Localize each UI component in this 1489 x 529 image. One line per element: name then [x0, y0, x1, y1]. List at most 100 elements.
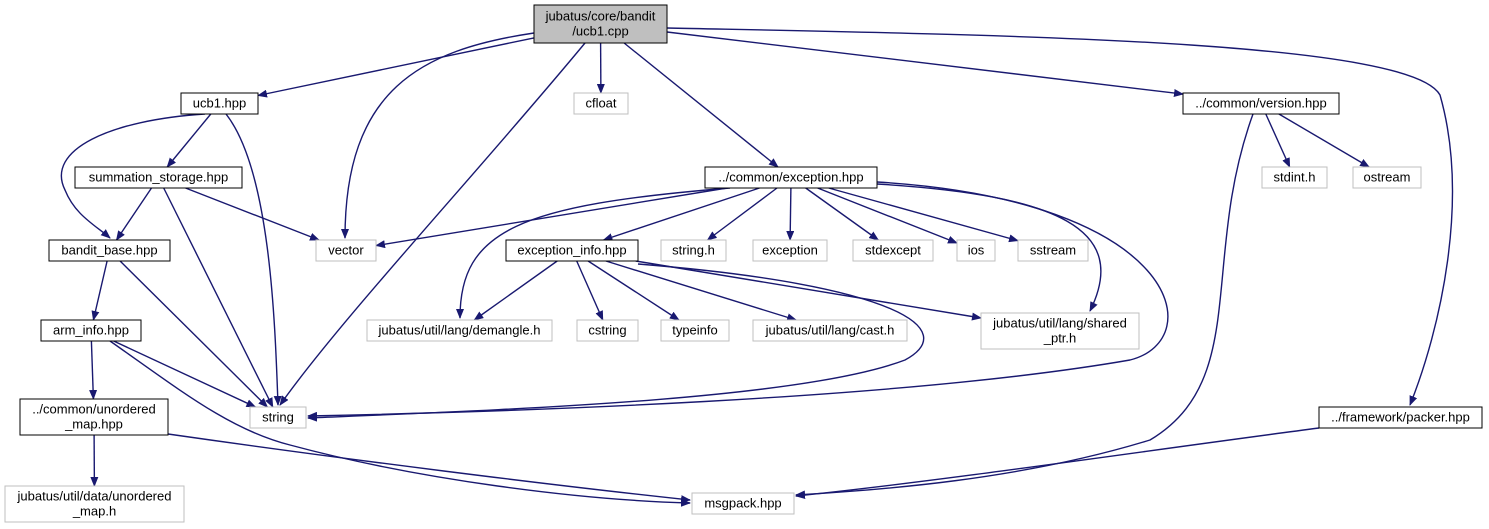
node-string_h: string.h [660, 239, 727, 262]
node-packer_hpp[interactable]: ../framework/packer.hpp [1318, 406, 1483, 429]
node-string: string [249, 406, 307, 429]
node-arm_info[interactable]: arm_info.hpp [40, 319, 142, 342]
node-shared_ptr: jubatus/util/lang/shared_ptr.h [980, 312, 1140, 350]
node-label: ucb1.hpp [193, 96, 247, 111]
node-vector: vector [315, 239, 377, 262]
node-cast_h: jubatus/util/lang/cast.h [752, 319, 908, 342]
node-box [1261, 166, 1328, 189]
node-box [752, 319, 908, 342]
edge-exception_info-to-string [307, 263, 925, 422]
node-label: summation_storage.hpp [89, 170, 228, 185]
node-box [1352, 166, 1422, 189]
edge-arm_info-to-string [113, 340, 257, 408]
node-box [576, 319, 639, 342]
node-label: string [262, 410, 294, 425]
edge-bandit_base-to-string [119, 260, 269, 408]
node-label: stdint.h [1274, 170, 1316, 185]
edge-summation_storage-to-string [163, 187, 274, 408]
edge-bandit_base-to-arm_info [91, 260, 108, 321]
node-box [315, 239, 377, 262]
node-exception_hpp[interactable]: ../common/exception.hpp [704, 166, 878, 189]
edge-exception_info-to-shared_ptr [635, 260, 982, 321]
edge-exception_info-to-cast_h [605, 260, 798, 322]
node-label: _map.h [72, 504, 116, 519]
node-ostream: ostream [1352, 166, 1422, 189]
node-label: ../common/version.hpp [1195, 96, 1327, 111]
node-label: arm_info.hpp [53, 323, 129, 338]
node-label: ../framework/packer.hpp [1331, 410, 1470, 425]
node-box [19, 398, 169, 436]
node-box [660, 319, 730, 342]
edge-exception_hpp-to-vector [375, 187, 728, 249]
edge-ucb1_hpp-to-bandit_base [60, 113, 206, 239]
node-stdexcept: stdexcept [852, 239, 934, 262]
edges-layer [60, 27, 1454, 507]
edge-packer_hpp-to-msgpack [795, 427, 1320, 500]
edge-exception_info-to-cstring [576, 260, 604, 321]
node-cstring: cstring [576, 319, 639, 342]
node-label: msgpack.hpp [704, 496, 781, 511]
node-version_hpp[interactable]: ../common/version.hpp [1182, 92, 1340, 115]
node-summation_storage[interactable]: summation_storage.hpp [74, 166, 243, 189]
node-demangle: jubatus/util/lang/demangle.h [366, 319, 553, 342]
edge-exception_hpp-to-exception_info [602, 187, 760, 241]
node-util_unordered_map: jubatus/util/data/unordered_map.h [4, 485, 185, 523]
node-label: ../common/exception.hpp [718, 170, 863, 185]
node-box [366, 319, 553, 342]
node-box [980, 312, 1140, 350]
edge-summation_storage-to-vector [185, 187, 320, 241]
edge-arm_info-to-unordered_map_hpp [89, 340, 98, 400]
edge-ucb1_hpp-to-summation_storage [166, 113, 212, 168]
edge-exception_hpp-to-string [307, 181, 1169, 420]
node-label: jubatus/util/lang/shared [992, 316, 1127, 331]
node-label: stdexcept [865, 243, 921, 258]
edge-root-to-ucb1_hpp [257, 37, 535, 98]
edge-root-to-vector [341, 32, 535, 239]
node-label: string.h [672, 243, 715, 258]
edge-root-to-exception_hpp [623, 42, 779, 168]
node-box [752, 239, 828, 262]
node-exception_info[interactable]: exception_info.hpp [505, 239, 639, 262]
edge-exception_hpp-to-sstream [828, 187, 1019, 243]
node-box [4, 485, 185, 523]
node-box [249, 406, 307, 429]
node-box [505, 239, 639, 262]
node-label: ../common/unordered [32, 402, 156, 417]
node-label: /ucb1.cpp [572, 24, 628, 39]
edge-ucb1_hpp-to-string [225, 113, 282, 406]
edge-exception_info-to-typeinfo [587, 260, 680, 321]
edge-root-to-version_hpp [666, 31, 1184, 97]
edge-summation_storage-to-bandit_base [115, 187, 153, 241]
node-box [1318, 406, 1483, 429]
node-msgpack: msgpack.hpp [691, 492, 795, 515]
node-label: vector [328, 243, 364, 258]
node-label: cstring [588, 323, 626, 338]
node-label: ostream [1364, 170, 1411, 185]
node-box [74, 166, 243, 189]
edge-exception_hpp-to-string_h [706, 187, 778, 241]
node-label: jubatus/util/lang/demangle.h [378, 323, 541, 338]
node-bandit_base[interactable]: bandit_base.hpp [48, 239, 171, 262]
node-box [1017, 239, 1089, 262]
edge-exception_hpp-to-shared_ptr [876, 183, 1102, 312]
node-sstream: sstream [1017, 239, 1089, 262]
edge-unordered_map_hpp-to-msgpack [167, 433, 691, 504]
node-label: _map.hpp [64, 417, 123, 432]
node-box [48, 239, 171, 262]
edge-exception_hpp-to-stdexcept [805, 187, 880, 241]
node-ucb1_hpp[interactable]: ucb1.hpp [180, 92, 259, 115]
edge-arm_info-to-msgpack [109, 340, 691, 507]
edge-root-to-string [279, 42, 586, 406]
node-label: jubatus/util/data/unordered [17, 489, 172, 504]
node-label: exception [762, 243, 818, 258]
node-typeinfo: typeinfo [660, 319, 730, 342]
node-box [180, 92, 259, 115]
node-box [573, 92, 629, 115]
node-unordered_map_hpp[interactable]: ../common/unordered_map.hpp [19, 398, 169, 436]
node-root[interactable]: jubatus/core/bandit/ucb1.cpp [533, 4, 668, 44]
node-label: _ptr.h [1043, 331, 1077, 346]
edge-root-to-packer_hpp [666, 27, 1454, 406]
node-box [40, 319, 142, 342]
node-label: bandit_base.hpp [61, 243, 157, 258]
